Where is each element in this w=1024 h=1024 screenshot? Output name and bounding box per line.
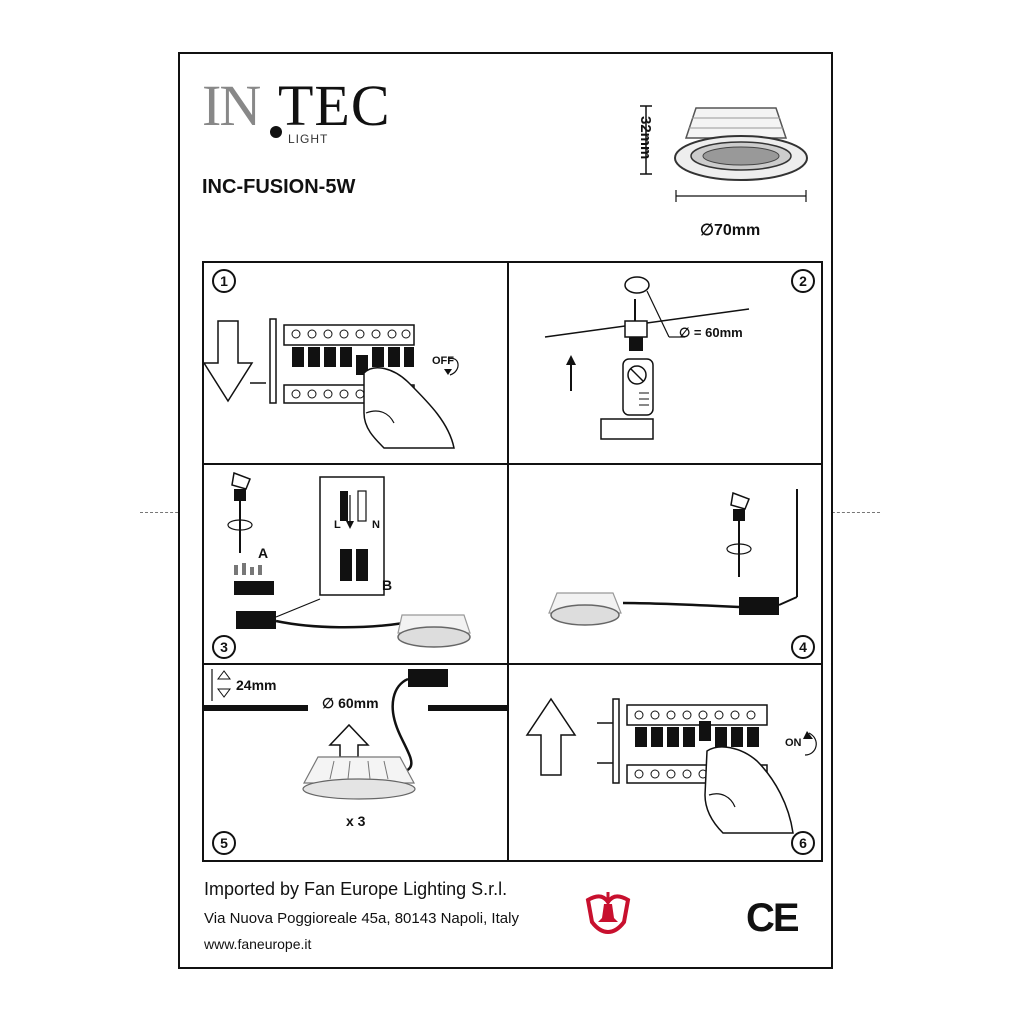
- drill-ceiling-illustration: [544, 276, 750, 440]
- step-1-number: 1: [212, 269, 236, 293]
- step-3-label-b: B: [382, 577, 393, 593]
- importer-line: Imported by Fan Europe Lighting S.r.l.: [204, 879, 508, 899]
- product-dimension-drawing: 32mm ∅70mm: [636, 78, 826, 248]
- ceiling-insertion-illustration: [204, 669, 509, 800]
- step-5-hole-label: ∅ 60mm: [322, 695, 379, 711]
- fan-europe-brand-icon: [585, 892, 631, 935]
- step-2-panel: 2 ∅ = 60mm: [509, 263, 821, 465]
- breaker-on-illustration: [525, 697, 817, 834]
- logo-light-text: LIGHT: [288, 132, 329, 146]
- logo-in-text: IN: [202, 73, 261, 138]
- step-4-number: 4: [791, 635, 815, 659]
- step-3-label-l: L: [334, 519, 341, 531]
- step-4-panel: 4: [509, 465, 821, 665]
- step-2-number: 2: [791, 269, 815, 293]
- model-code: INC-FUSION-5W: [202, 176, 356, 198]
- downlight-product-icon: [640, 105, 808, 202]
- step-3-panel: 3: [204, 465, 509, 665]
- logo-tec-text: TEC: [278, 73, 391, 138]
- installation-steps-grid: 1: [202, 261, 823, 862]
- step-3-label-a: A: [258, 545, 269, 561]
- ce-mark: CE: [746, 896, 800, 940]
- address-line: Via Nuova Poggioreale 45a, 80143 Napoli,…: [204, 910, 519, 927]
- step-2-hole-label: ∅ = 60mm: [679, 325, 743, 340]
- step-5-depth-label: 24mm: [236, 677, 277, 693]
- instruction-sheet: IN TEC LIGHT INC-FUSION-5W 32mm ∅70mm 1: [178, 52, 833, 969]
- website-link[interactable]: www.faneurope.it: [204, 936, 312, 952]
- step-1-panel: 1: [204, 263, 509, 465]
- step-6-number: 6: [791, 831, 815, 855]
- breaker-off-illustration: [204, 318, 459, 449]
- step-3-number: 3: [212, 635, 236, 659]
- step-5-count-label: x 3: [346, 813, 366, 829]
- step-5-panel: 5 24mm ∅ 60mm x 3: [204, 665, 509, 860]
- step-6-panel: 6: [509, 665, 821, 860]
- intec-light-logo: IN TEC LIGHT: [202, 70, 402, 150]
- wiring-connection-illustration: [227, 471, 471, 648]
- step-5-number: 5: [212, 831, 236, 855]
- logo-dot: [270, 126, 282, 138]
- step-6-on-label: ON: [785, 737, 802, 749]
- diameter-dimension: ∅70mm: [700, 222, 761, 239]
- height-dimension: 32mm: [637, 116, 654, 160]
- step-3-label-n: N: [372, 519, 380, 531]
- step-1-off-label: OFF: [432, 355, 454, 367]
- driver-connection-illustration: [548, 489, 798, 626]
